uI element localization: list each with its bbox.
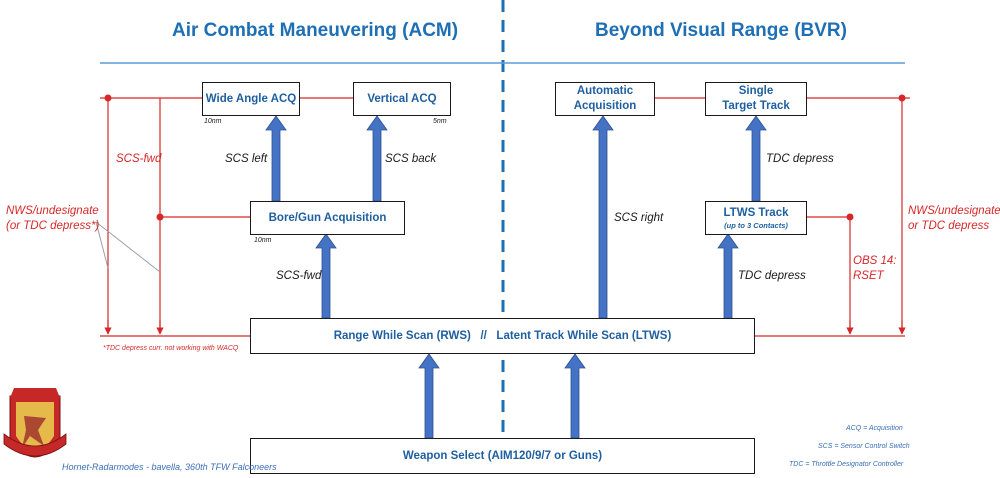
single-label: Single — [738, 85, 774, 97]
wide-angle-acq-box: Wide Angle ACQ — [202, 82, 300, 116]
vertical-acq-label: Vertical ACQ — [367, 92, 437, 105]
scs-fwd-red-label: SCS-fwd — [116, 153, 162, 165]
scs-back-label: SCS back — [385, 153, 437, 165]
rset-line: RSET — [853, 270, 884, 282]
wide-angle-acq-label: Wide Angle ACQ — [205, 92, 297, 105]
legend-tdc: TDC = Throttle Designator Controller — [789, 461, 904, 468]
bore-range: 10nm — [254, 237, 272, 244]
bore-gun-acq-box: Bore/Gun Acquisition — [250, 201, 405, 235]
nws-undesignate-left: NWS/undesignate (or TDC depress*) — [6, 204, 99, 234]
nws-left-line2: (or TDC depress*) — [6, 220, 100, 232]
acquisition-label: Acquisition — [573, 100, 637, 112]
tdc-depress-stt-label: TDC depress — [766, 153, 834, 165]
bore-gun-acq-label: Bore/Gun Acquisition — [268, 211, 387, 224]
weapon-select-label: Weapon Select (AIM120/9/7 or Guns) — [402, 449, 603, 462]
scs-left-label: SCS left — [225, 153, 268, 165]
rws-ltws-label: Range While Scan (RWS) // Latent Track W… — [333, 329, 672, 342]
bvr-title: Beyond Visual Range (BVR) — [595, 20, 847, 41]
ltws-track-sublabel: (up to 3 Contacts) — [724, 220, 788, 230]
nws-left-line1: NWS/undesignate — [6, 205, 99, 217]
acm-title: Air Combat Maneuvering (ACM) — [172, 20, 459, 41]
weapon-select-box: Weapon Select (AIM120/9/7 or Guns) — [250, 438, 755, 474]
legend-acq: ACQ = Acquisition — [846, 425, 903, 432]
ltws-track-label: LTWS Track — [723, 206, 789, 219]
obs14-rset-label: OBS 14: RSET — [853, 254, 896, 284]
nws-right-line2: or TDC depress — [908, 220, 990, 232]
vertical-acq-box: Vertical ACQ — [353, 82, 451, 116]
tdc-depress-ltws-label: TDC depress — [738, 270, 806, 282]
wide-angle-range: 10nm — [204, 118, 222, 125]
tdc-footnote: *TDC depress curr. not working with WACQ — [103, 345, 239, 352]
nws-right-line1: NWS/undesignate — [908, 205, 1000, 217]
ltws-track-box: LTWS Track(up to 3 Contacts) — [705, 201, 807, 235]
target-track-label: Target Track — [722, 100, 790, 112]
squadron-logo — [3, 388, 67, 458]
scs-fwd-label: SCS-fwd — [276, 270, 322, 282]
obs14-line: OBS 14: — [853, 255, 897, 267]
credit-text: Hornet-Radarmodes - bavella, 360th TFW F… — [62, 462, 277, 472]
nws-undesignate-right: NWS/undesignate or TDC depress — [908, 204, 1000, 234]
rws-ltws-box: Range While Scan (RWS) // Latent Track W… — [250, 318, 755, 354]
legend-scs: SCS = Sensor Control Switch — [818, 443, 910, 450]
automatic-label: Automatic — [576, 85, 634, 97]
scs-right-label: SCS right — [614, 212, 664, 224]
vertical-range: 5nm — [433, 118, 447, 125]
